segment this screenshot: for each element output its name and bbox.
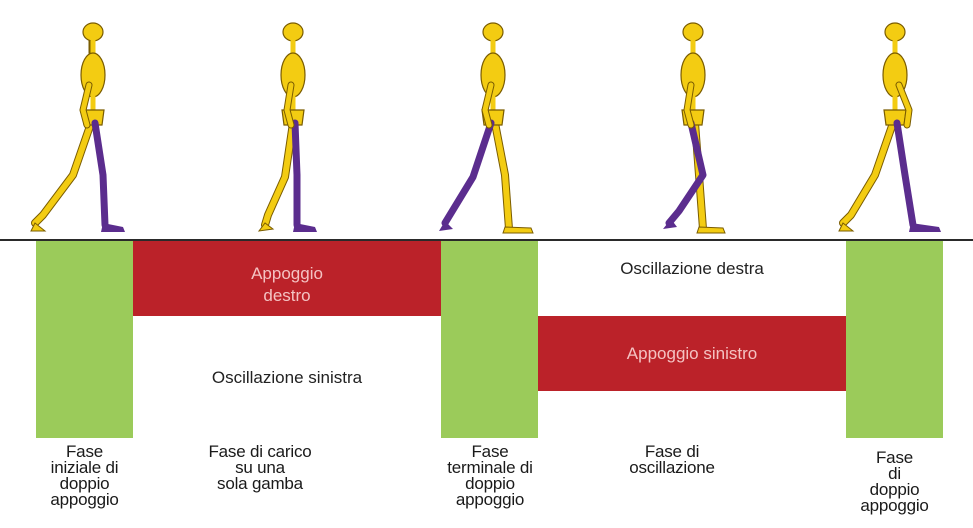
right-stance-label: Appoggio destro [133, 263, 441, 307]
left-stance-label: Appoggio sinistro [538, 343, 846, 365]
phase-label-double-support: Fase di doppio appoggio [830, 450, 959, 514]
left-swing-label: Oscillazione sinistra [133, 367, 441, 389]
phase-label-initial-double-support: Fase iniziale di doppio appoggio [20, 444, 149, 508]
figure-single-support [259, 23, 317, 232]
figure-swing [663, 23, 725, 233]
double-support-block-1 [36, 241, 133, 438]
right-swing-label: Oscillazione destra [538, 258, 846, 280]
figure-initial-double-support [31, 23, 125, 232]
walking-figures: .body-fill { fill: #f3cc12; stroke: #7a5… [0, 0, 973, 240]
left-stance-bar: Appoggio sinistro [538, 316, 846, 391]
phase-label-terminal-double-support: Fase terminale di doppio appoggio [415, 444, 565, 508]
double-support-block-2 [441, 241, 538, 438]
phase-label-single-support: Fase di carico su una sola gamba [180, 444, 340, 492]
double-support-block-3 [846, 241, 943, 438]
figure-terminal-double-support [439, 23, 533, 233]
phase-label-swing: Fase di oscillazione [602, 444, 742, 476]
figure-double-support [839, 23, 941, 232]
right-stance-bar: Appoggio destro [133, 241, 441, 316]
